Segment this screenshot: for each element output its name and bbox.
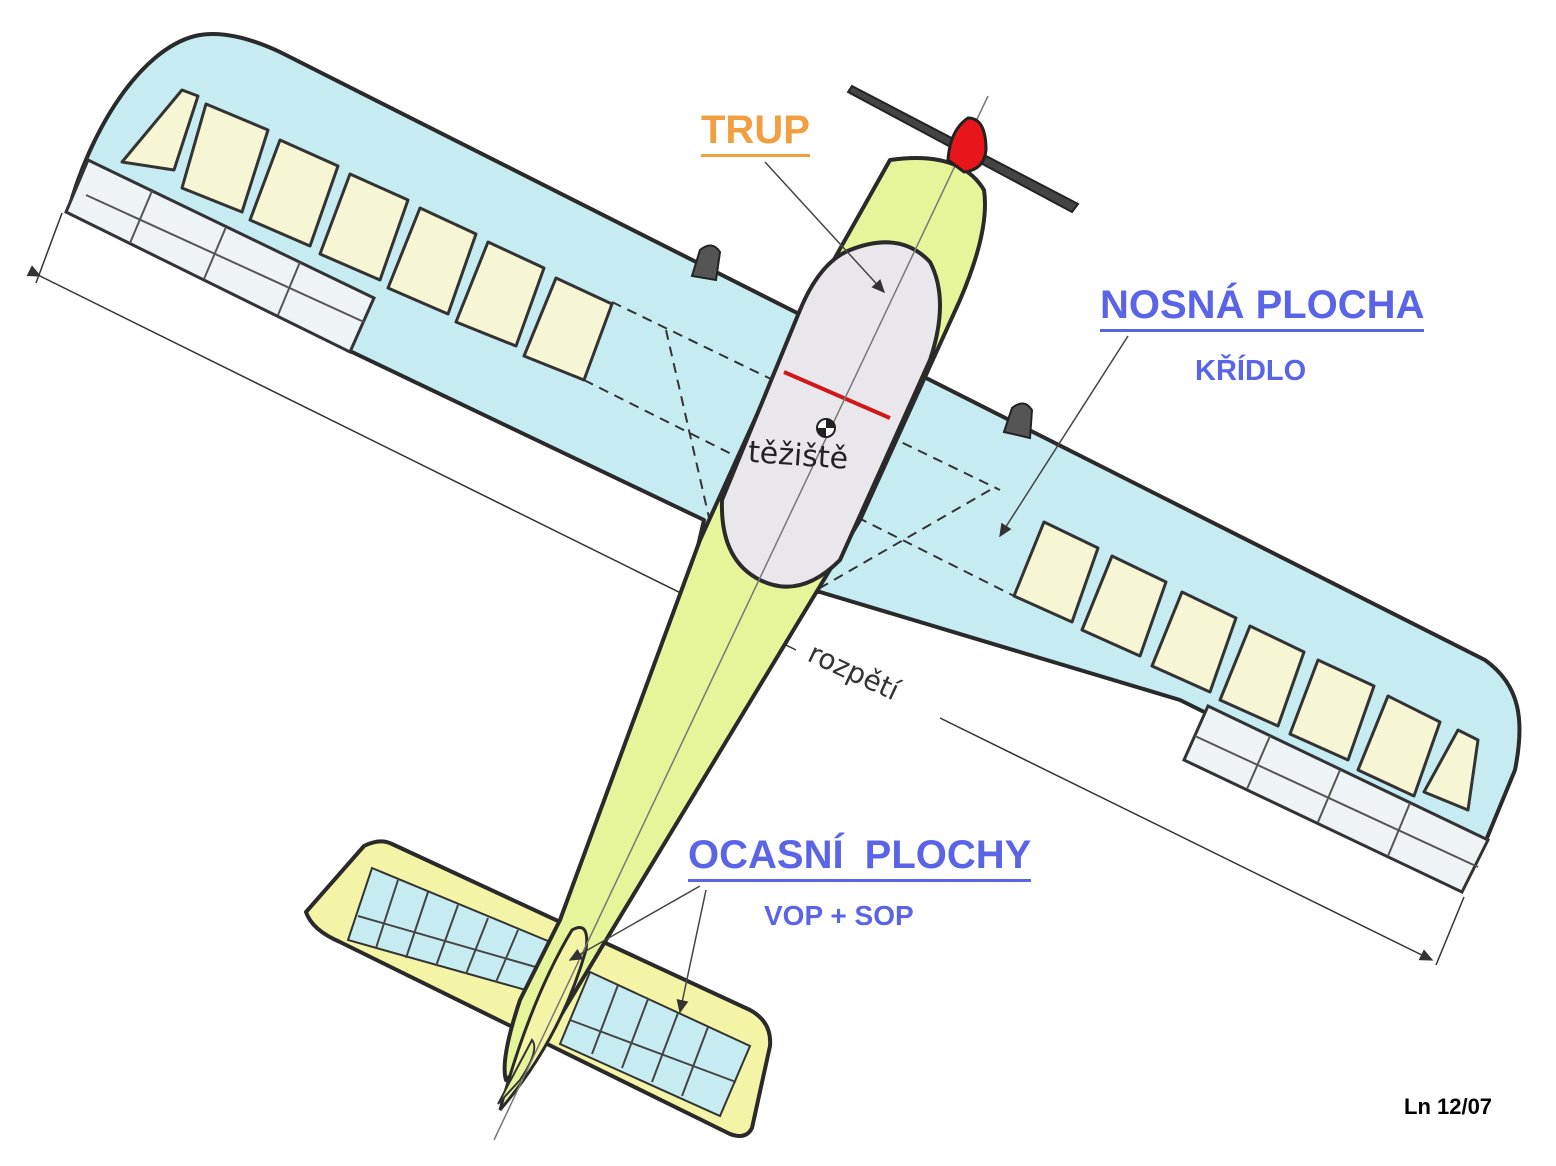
- center-of-gravity: těžiště: [747, 418, 849, 477]
- right-aileron-ribs: [1194, 735, 1479, 868]
- ocasni-plochy-label: OCASNÍ PLOCHY: [688, 833, 1032, 882]
- rudder: [497, 1038, 536, 1105]
- trup-label: TRUP: [701, 108, 810, 157]
- span-dimension: [26, 212, 1465, 966]
- drawing-code: Ln 12/07: [1404, 1094, 1493, 1119]
- right-aileron: [1182, 703, 1491, 894]
- teziste-label: těžiště: [747, 435, 849, 477]
- right-wing-ribs: [1012, 520, 1480, 812]
- left-wing-ribs: [120, 88, 614, 382]
- centerline: [493, 95, 989, 1141]
- right-strut-fitting: [1002, 402, 1034, 440]
- left-aileron-ribs: [85, 190, 365, 323]
- left-strut-fitting: [690, 244, 722, 282]
- fuselage: [493, 84, 1080, 1141]
- vop-sop-label: VOP + SOP: [764, 900, 914, 931]
- annotation-arrows: [568, 161, 1129, 1014]
- nosna-plocha-label: NOSNÁ PLOCHA: [1100, 283, 1425, 332]
- kridlo-label: KŘÍDLO: [1195, 355, 1307, 387]
- elevator-cells: [346, 866, 752, 1118]
- canopy: [719, 240, 942, 589]
- wing-leading-edge-mark: [783, 370, 891, 420]
- elevator-ribs: [357, 879, 737, 1097]
- spinner: [946, 116, 988, 174]
- rozpeti-label: rozpětí: [803, 636, 905, 707]
